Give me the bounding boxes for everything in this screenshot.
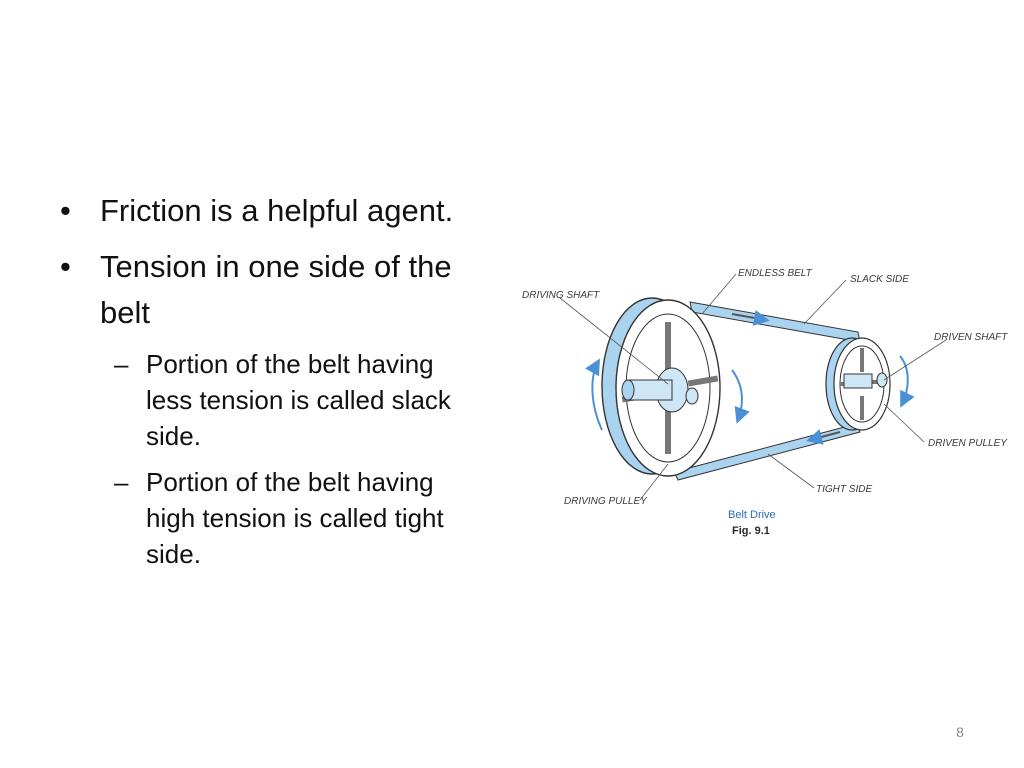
spoke bbox=[665, 406, 671, 454]
spoke bbox=[860, 348, 864, 372]
leader-lines bbox=[559, 273, 947, 501]
spoke bbox=[687, 375, 719, 387]
sub-bullet-text: Portion of the belt having less tension … bbox=[146, 349, 451, 451]
slack-side-belt bbox=[689, 301, 861, 343]
label-endless-belt: ENDLESS BELT bbox=[738, 268, 813, 279]
belt-drive-diagram: ENDLESS BELT SLACK SIDE DRIVING SHAFT DR… bbox=[522, 268, 1008, 537]
label-slack-side: SLACK SIDE bbox=[850, 274, 909, 285]
bullet-text: Friction is a helpful agent. bbox=[100, 193, 454, 228]
bullet-text: Tension in one side of the belt bbox=[100, 249, 452, 330]
bullet-item: • Tension in one side of the belt bbox=[60, 244, 480, 336]
label-driven-shaft: DRIVEN SHAFT bbox=[934, 332, 1008, 343]
belt-drive-figure: ENDLESS BELT SLACK SIDE DRIVING SHAFT DR… bbox=[492, 244, 1024, 554]
bullet-icon: • bbox=[60, 193, 71, 228]
driven-shaft bbox=[843, 373, 873, 389]
belt-direction-arrow-icon bbox=[806, 429, 841, 445]
dash-icon: – bbox=[114, 349, 129, 379]
driving-shaft bbox=[627, 379, 673, 401]
rotation-arrow-icon bbox=[731, 369, 750, 424]
label-tight-side: TIGHT SIDE bbox=[816, 484, 872, 495]
page-number: 8 bbox=[956, 724, 964, 740]
bullet-item: • Friction is a helpful agent. bbox=[60, 188, 480, 234]
driven-pulley bbox=[825, 337, 891, 431]
spoke bbox=[860, 396, 864, 420]
figure-caption: Belt Drive bbox=[728, 509, 776, 521]
sub-bullet-item: – Portion of the belt having less tensio… bbox=[60, 346, 480, 454]
figure-number: Fig. 9.1 bbox=[732, 525, 770, 537]
spoke bbox=[665, 322, 671, 370]
bullet-list: • Friction is a helpful agent. • Tension… bbox=[60, 188, 480, 582]
bullet-icon: • bbox=[60, 249, 71, 284]
label-driving-shaft: DRIVING SHAFT bbox=[522, 290, 600, 301]
label-driving-pulley: DRIVING PULLEY bbox=[564, 496, 648, 507]
rotation-arrow-icon bbox=[899, 355, 915, 408]
sub-bullet-item: – Portion of the belt having high tensio… bbox=[60, 464, 480, 572]
sub-bullet-text: Portion of the belt having high tension … bbox=[146, 467, 444, 569]
rotation-arrow-icon bbox=[585, 358, 603, 431]
label-driven-pulley: DRIVEN PULLEY bbox=[928, 438, 1008, 449]
dash-icon: – bbox=[114, 467, 129, 497]
belt-direction-arrow-icon bbox=[731, 310, 770, 326]
driving-pulley bbox=[601, 297, 721, 477]
